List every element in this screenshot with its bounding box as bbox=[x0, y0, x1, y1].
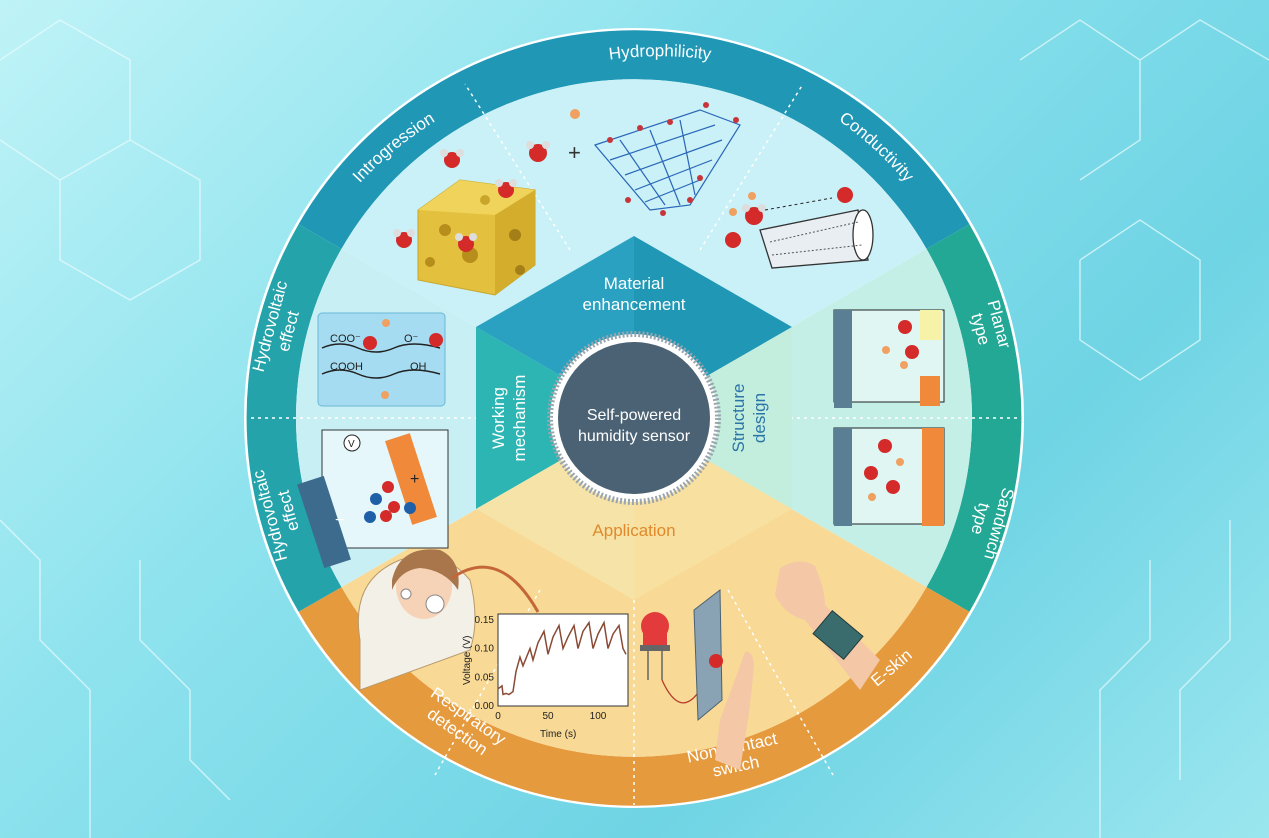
x-axis-label: Time (s) bbox=[540, 729, 576, 740]
y-tick-label: 0.10 bbox=[475, 644, 495, 655]
voltage-line bbox=[497, 620, 627, 696]
e-skin-illustration bbox=[775, 561, 880, 690]
chart-plot-area bbox=[497, 613, 629, 707]
carbon-nanotube-illustration bbox=[759, 209, 874, 269]
water-molecules bbox=[393, 109, 853, 252]
graphene-sheet-illustration bbox=[593, 109, 741, 211]
x-tick-label: 50 bbox=[542, 711, 554, 722]
svg-text:V: V bbox=[348, 439, 355, 450]
breath-arrow bbox=[451, 565, 540, 613]
person-with-mask-illustration bbox=[357, 549, 476, 691]
center-circle bbox=[558, 342, 710, 494]
plus-symbol: + bbox=[568, 140, 581, 165]
sandwich-type-panel bbox=[833, 427, 945, 526]
planar-type-panel bbox=[833, 309, 945, 408]
x-tick-label: 100 bbox=[590, 711, 607, 722]
hydrovoltaic-panel-2: V + − bbox=[297, 429, 449, 569]
svg-text:−: − bbox=[335, 512, 344, 529]
svg-text:+: + bbox=[410, 471, 419, 488]
y-tick-label: 0.05 bbox=[475, 672, 495, 683]
application-label: Application bbox=[592, 521, 675, 540]
svg-text:OH: OH bbox=[410, 361, 427, 373]
respiratory-chart: 0.00 0.05 0.10 0.15 0 50 100 Time (s) Voltage… bbox=[462, 613, 629, 740]
y-tick-label: 0.00 bbox=[475, 701, 495, 712]
transport-arrow bbox=[764, 197, 833, 211]
graphene-oxygen-atoms bbox=[607, 102, 739, 216]
non-contact-switch-illustration bbox=[640, 588, 754, 770]
background-circuit-lines bbox=[0, 19, 1269, 838]
svg-text:O⁻: O⁻ bbox=[404, 333, 419, 345]
y-tick-label: 0.15 bbox=[475, 615, 495, 626]
svg-text:COO⁻: COO⁻ bbox=[330, 333, 361, 345]
hydrophilicity-label: Hydrophilicity bbox=[608, 41, 713, 63]
y-axis-label: Voltage (V) bbox=[462, 636, 473, 685]
x-tick-label: 0 bbox=[495, 711, 501, 722]
hydrovoltaic-panel-1: COO⁻ O⁻ COOH OH bbox=[317, 312, 446, 407]
svg-text:COOH: COOH bbox=[330, 361, 363, 373]
